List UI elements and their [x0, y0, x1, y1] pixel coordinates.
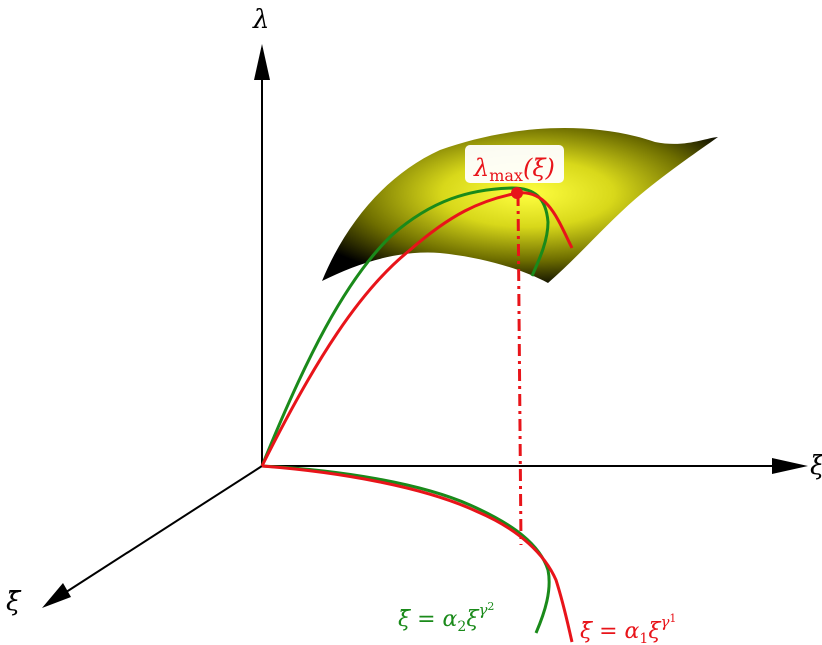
- red-label-gamma: γ: [660, 613, 669, 631]
- lambda-axis-label: λ: [252, 5, 269, 35]
- peak-label: λmax(ξ̄): [473, 154, 555, 185]
- green-surface-curve: [260, 186, 550, 467]
- green-label-lhs: ξ̄ = α: [398, 607, 458, 632]
- red-label-alpha-sub: 1: [639, 631, 648, 645]
- lambda-surface: [322, 128, 718, 283]
- peak-label-box: [465, 145, 564, 183]
- red-floor-curve: [261, 464, 574, 643]
- xi-axis-arrow: [772, 458, 808, 474]
- red-curve-label: ξ̄ = α1ξγ1: [580, 612, 676, 645]
- red-surface-curve: [260, 191, 574, 467]
- red-label-gamma-sub: 1: [669, 612, 676, 625]
- green-label-xi: ξ: [466, 607, 480, 632]
- xibar-axis-label: ξ̄: [6, 587, 22, 617]
- red-label-lhs: ξ̄ = α: [580, 619, 640, 644]
- projection-line: [516, 193, 523, 546]
- peak-label-arg: (ξ̄): [523, 154, 555, 182]
- xi-axis-label: ξ: [810, 451, 822, 481]
- peak-point: [511, 187, 523, 199]
- red-label-xi: ξ: [648, 619, 662, 644]
- peak-label-sub: max: [489, 166, 523, 185]
- green-label-alpha-sub: 2: [457, 619, 466, 635]
- peak-label-lambda: λ: [473, 154, 489, 182]
- xibar-axis: [59, 465, 263, 597]
- green-label-gamma-sub: 2: [487, 600, 494, 613]
- green-curve-label: ξ̄ = α2ξγ2: [398, 600, 494, 635]
- green-label-gamma: γ: [478, 601, 487, 619]
- lambda-axis-arrow: [254, 44, 270, 80]
- green-floor-curve: [261, 464, 551, 634]
- xibar-axis-arrow: [42, 583, 71, 608]
